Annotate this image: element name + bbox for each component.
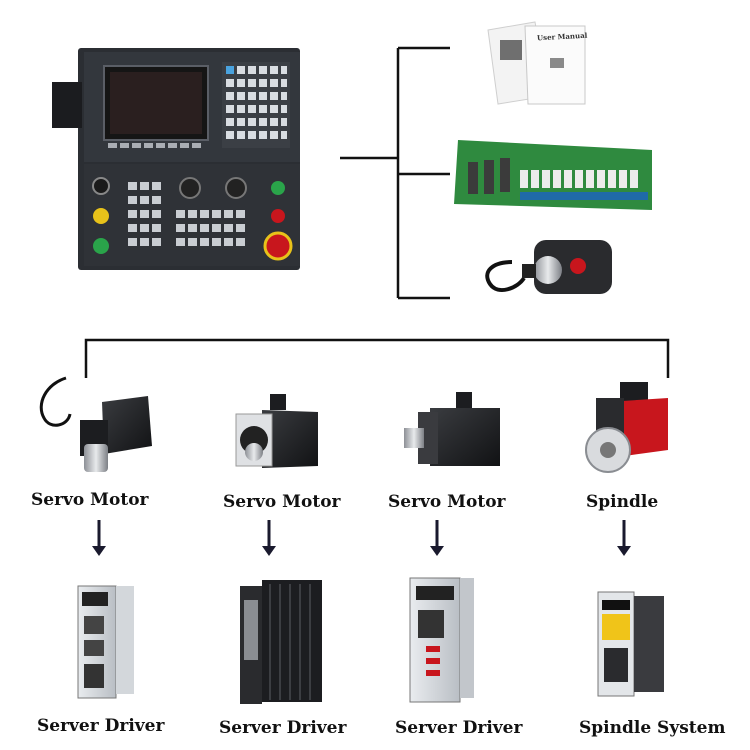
motor-label-1: Servo Motor <box>31 490 149 510</box>
spindle-system-image <box>597 591 664 697</box>
motor-label-3: Servo Motor <box>388 492 506 512</box>
spindle-motor-image <box>585 382 668 473</box>
servo-driver-2-image <box>240 580 322 704</box>
cnc-controller <box>52 48 300 270</box>
user-manual-image <box>487 21 586 105</box>
connector-lines <box>84 46 670 378</box>
io-breakout-board <box>454 140 652 210</box>
servo-driver-3-image <box>409 577 474 703</box>
spindle-system-label: Spindle System <box>579 718 726 738</box>
driver-label-1: Server Driver <box>37 716 165 736</box>
driver-label-3: Server Driver <box>395 718 523 738</box>
servo-motor-2-image <box>235 394 318 468</box>
servo-motor-3-image <box>404 392 500 466</box>
driver-label-2: Server Driver <box>219 718 347 738</box>
motor-label-2: Servo Motor <box>223 492 341 512</box>
spindle-label: Spindle <box>586 492 659 512</box>
handwheel-mpg <box>485 240 612 294</box>
servo-driver-1-image <box>77 585 134 699</box>
arrows <box>92 520 631 556</box>
servo-motor-1-image <box>39 376 152 472</box>
